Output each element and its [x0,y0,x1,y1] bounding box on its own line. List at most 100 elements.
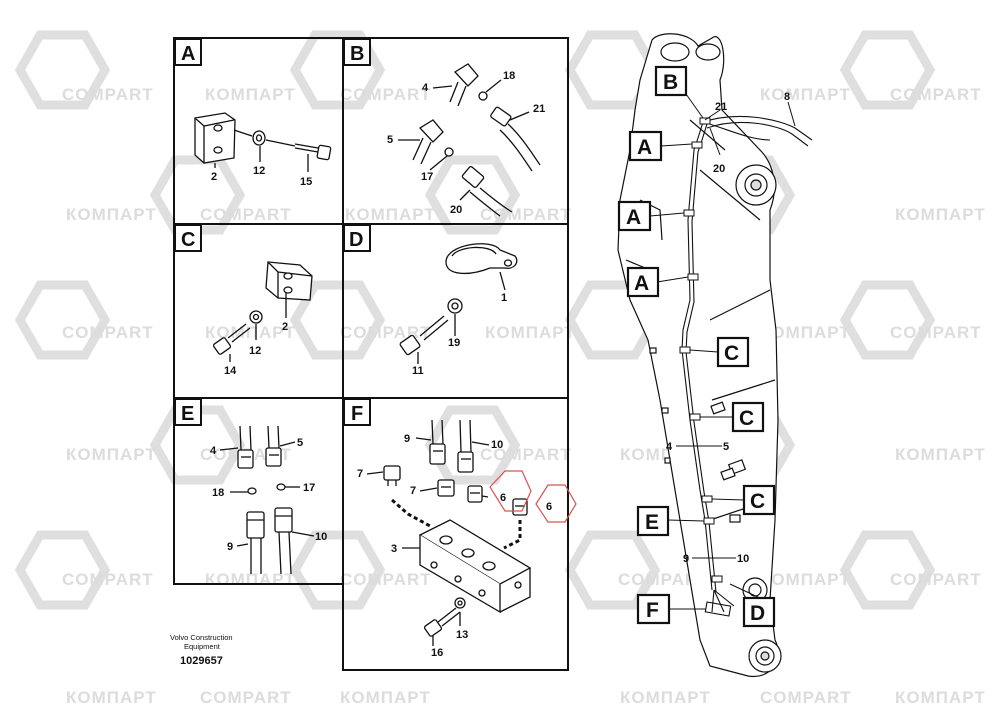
label-5: 5 [723,441,729,453]
svg-text:A: A [626,206,641,229]
callout-a[interactable]: A [617,200,652,232]
label-10: 10 [737,553,749,565]
label-9: 9 [404,433,410,445]
adapter-7-left [383,465,401,486]
label-10: 10 [491,439,503,451]
label-9: 9 [227,541,233,553]
washer-part [249,310,263,324]
panel-c-leaders [229,292,287,362]
o-ring-upper [478,91,488,101]
callout-c[interactable]: C [716,336,750,368]
panel-e [219,425,315,575]
watermark-text: COMPART КОМПАРТ COMPART КОМПАРТ COMPART … [62,85,986,706]
label-12: 12 [253,165,265,177]
svg-text:COMPART: COMPART [200,205,292,224]
boom-detail-line [699,169,761,221]
label-17: 17 [303,482,315,494]
svg-text:A: A [637,136,652,159]
panel-f-leaders [366,437,490,646]
panel-f-tab[interactable]: F [343,398,371,426]
svg-text:КОМПАРТ: КОМПАРТ [620,688,711,706]
panel-f-labels: 9 10 7 7 6 6 3 13 16 [357,433,552,659]
svg-text:КОМПАРТ: КОМПАРТ [895,445,986,464]
svg-text:КОМПАРТ: КОМПАРТ [895,205,986,224]
label-19: 19 [448,337,460,349]
panel-a-tab[interactable]: A [174,38,202,66]
bolt-part [294,143,332,161]
adapter-6-right [512,498,528,516]
label-18: 18 [212,487,224,499]
svg-text:КОМПАРТ: КОМПАРТ [485,323,576,342]
panel-d-tab[interactable]: D [343,224,371,252]
svg-text:COMPART: COMPART [480,445,572,464]
manifold-block-part [418,519,532,614]
svg-text:КОМПАРТ: КОМПАРТ [760,323,851,342]
o-ring-right [276,483,286,491]
callout-d[interactable]: D [742,596,776,628]
svg-text:F: F [351,403,363,425]
svg-text:B: B [350,43,364,65]
svg-text:D: D [750,602,765,625]
clamp-plate-part [194,112,236,164]
label-2: 2 [282,321,288,333]
label-6: 6 [500,492,506,504]
company-line-1: Volvo Construction [170,633,233,642]
panel-b-tab[interactable]: B [343,38,371,66]
svg-text:F: F [646,599,659,622]
washer-part [252,130,266,146]
bolt-part [212,323,251,355]
svg-text:E: E [645,511,659,534]
hose-left-upper [237,425,254,469]
svg-text:КОМПАРТ: КОМПАРТ [895,688,986,706]
svg-text:COMPART: COMPART [340,570,432,589]
panel-e-tab[interactable]: E [174,398,202,426]
panel-e-leaders [219,441,315,547]
adapter-6-left [467,485,483,503]
footer-info: Volvo Construction Equipment 1029657 [170,633,233,667]
company-line-2: Equipment [184,642,221,651]
hose-left-lower [246,511,265,574]
svg-text:КОМПАРТ: КОМПАРТ [205,323,296,342]
svg-text:КОМПАРТ: КОМПАРТ [66,445,157,464]
adapter-7-center [437,479,455,497]
panel-a [194,112,332,172]
svg-text:COMPART: COMPART [618,570,710,589]
label-11: 11 [412,365,424,377]
elbow-fitting-lower [412,119,444,165]
callout-a[interactable]: A [628,130,663,162]
svg-text:COMPART: COMPART [62,323,154,342]
callout-f[interactable]: F [636,593,671,625]
panel-a-labels: 2 12 15 [211,165,312,188]
label-4: 4 [666,441,673,453]
panel-tabs: A B C D E F [174,38,371,426]
svg-text:E: E [181,403,194,425]
callout-c[interactable]: C [731,401,765,433]
panel-c-tab[interactable]: C [174,224,202,252]
label-6: 6 [546,501,552,513]
label-5: 5 [387,134,393,146]
callout-e[interactable]: E [636,505,670,537]
svg-text:COMPART: COMPART [62,570,154,589]
panel-d [399,243,518,364]
svg-text:A: A [634,272,649,295]
svg-text:КОМПАРТ: КОМПАРТ [66,688,157,706]
boom-detail-line [711,379,776,401]
o-ring-lower [444,147,454,157]
bolt-part [423,607,461,637]
svg-text:COMPART: COMPART [62,85,154,104]
callout-a[interactable]: A [626,266,660,298]
boom-callouts: B A A A C C C E [617,65,776,628]
panel-c-labels: 2 12 14 [224,321,288,377]
callout-c[interactable]: C [742,484,776,516]
label-21: 21 [533,103,545,115]
elbow-fitting-upper [449,63,479,107]
bolt-part [399,315,449,356]
svg-text:COMPART: COMPART [890,85,982,104]
svg-text:COMPART: COMPART [340,323,432,342]
svg-text:COMPART: COMPART [890,323,982,342]
svg-text:КОМПАРТ: КОМПАРТ [760,85,851,104]
o-ring-left [247,487,257,495]
label-18: 18 [503,70,515,82]
callout-b[interactable]: B [654,65,688,97]
hose-right-lower [274,507,293,575]
